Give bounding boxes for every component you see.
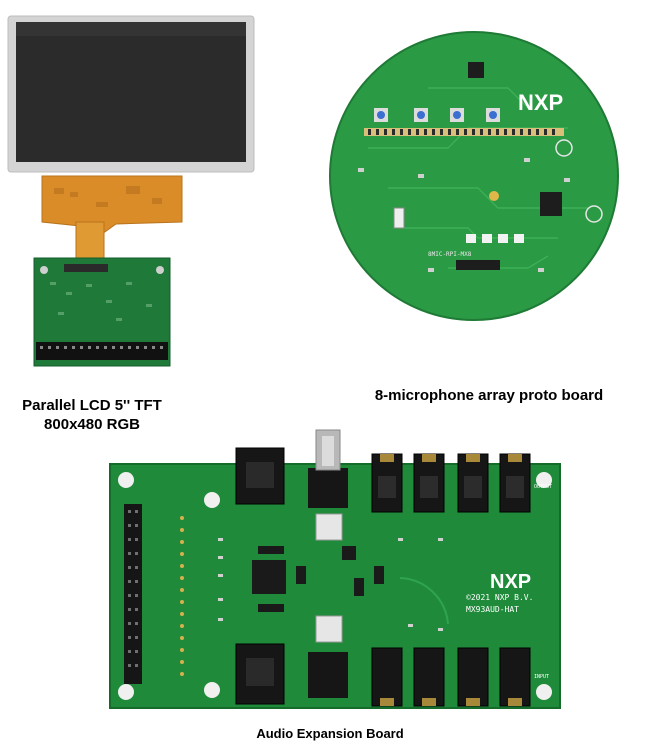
audio-caption: Audio Expansion Board — [256, 726, 404, 741]
lcd-caption: Parallel LCD 5'' TFT 800x480 RGB — [0, 396, 184, 434]
lcd-caption-line2: 800x480 RGB — [44, 416, 140, 433]
mic-board-part: 8MIC-RPI-MX8 — [428, 251, 472, 258]
audio-board-output-label: OUTPUT — [534, 484, 552, 490]
lcd-module-photo — [6, 12, 258, 372]
mic-caption: 8-microphone array proto board — [374, 387, 604, 404]
lcd-module-illustration — [7, 15, 255, 367]
mic-board-logo: NXP — [518, 90, 563, 115]
audio-board-logo: NXP — [490, 571, 531, 593]
audio-board-photo: NXP ©2021 NXP B.V. MX93AUD-HAT OUTPUT IN… — [108, 428, 564, 712]
audio-board-part: MX93AUD-HAT — [466, 605, 519, 614]
lcd-caption-line1: Parallel LCD 5'' TFT — [22, 397, 162, 414]
audio-board-copyright: ©2021 NXP B.V. — [466, 593, 533, 602]
audio-board-input-label: INPUT — [534, 674, 549, 680]
mic-array-illustration: NXP 8MIC-RPI-MX8 — [329, 31, 619, 321]
lcd-screen — [16, 22, 246, 162]
audio-board-illustration: NXP ©2021 NXP B.V. MX93AUD-HAT OUTPUT IN… — [109, 429, 561, 709]
mic-array-board-photo: NXP 8MIC-RPI-MX8 — [328, 28, 620, 324]
